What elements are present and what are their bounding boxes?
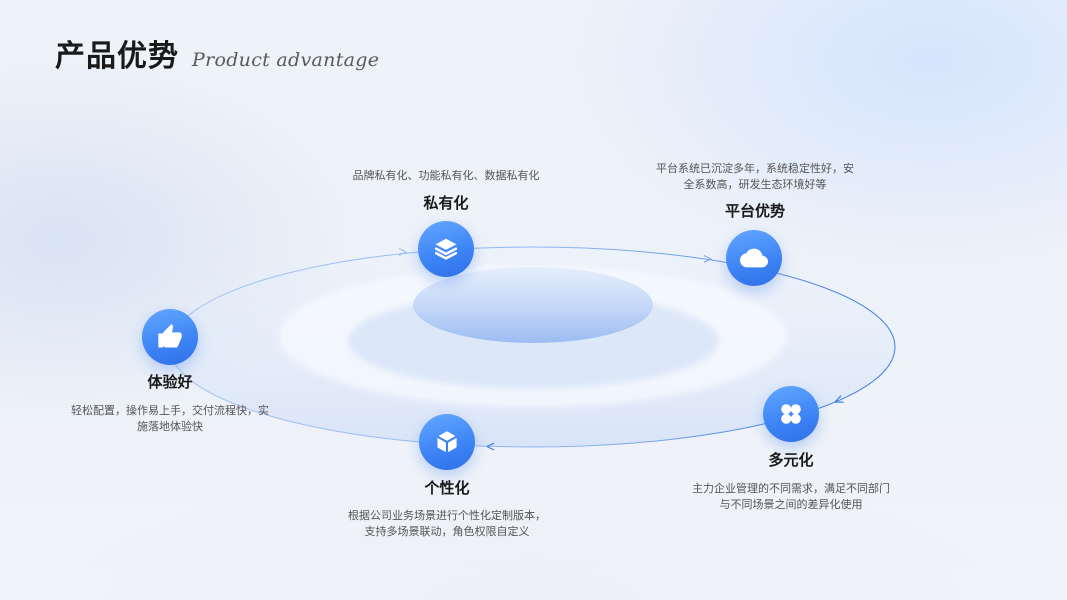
- description-line: 品牌私有化、功能私有化、数据私有化: [352, 170, 540, 182]
- description-line: 施落地体验快: [137, 421, 203, 433]
- feature-node-diversification: [763, 386, 819, 442]
- arrowhead: [834, 395, 844, 403]
- feature-node-private: [418, 221, 474, 277]
- description-line: 轻松配置，操作易上手，交付流程快，实: [71, 405, 269, 417]
- description-line: 支持多场景联动，角色权限自定义: [364, 526, 530, 538]
- center-platform-ellipse: [413, 267, 653, 343]
- description-line: 主力企业管理的不同需求，满足不同部门: [692, 483, 890, 495]
- feature-node-platform: [726, 230, 782, 286]
- arrowhead: [398, 247, 407, 257]
- page-subtitle: Product advantage: [192, 49, 380, 71]
- arrowhead: [486, 442, 495, 451]
- arrowhead: [703, 254, 712, 264]
- feature-label-private: 私有化: [423, 195, 469, 212]
- thumbs-up-icon: [158, 324, 182, 348]
- page-title: 产品优势: [55, 40, 179, 73]
- description-line: 根据公司业务场景进行个性化定制版本，: [348, 510, 546, 522]
- feature-label-personalization: 个性化: [424, 480, 470, 497]
- cloud-icon: [740, 248, 768, 268]
- layers-icon: [434, 238, 458, 260]
- feature-description-diversification: 主力企业管理的不同需求，满足不同部门 与不同场景之间的差异化使用: [671, 481, 911, 513]
- feature-node-personalization: [419, 414, 475, 470]
- four-petal-icon: [781, 404, 801, 424]
- feature-node-experience: [142, 309, 198, 365]
- feature-label-diversification: 多元化: [768, 452, 814, 469]
- feature-label-platform: 平台优势: [724, 203, 785, 220]
- feature-description-personalization: 根据公司业务场景进行个性化定制版本， 支持多场景联动，角色权限自定义: [327, 508, 567, 540]
- description-line: 全系数高，研发生态环境好等: [683, 179, 827, 191]
- feature-description-private: 品牌私有化、功能私有化、数据私有化: [326, 168, 566, 184]
- description-line: 平台系统已沉淀多年，系统稳定性好，安: [656, 163, 854, 175]
- feature-description-experience: 轻松配置，操作易上手，交付流程快，实 施落地体验快: [50, 403, 290, 435]
- feature-label-experience: 体验好: [147, 374, 193, 391]
- feature-description-platform: 平台系统已沉淀多年，系统稳定性好，安 全系数高，研发生态环境好等: [635, 161, 875, 193]
- cube-icon: [436, 431, 458, 453]
- description-line: 与不同场景之间的差异化使用: [719, 499, 863, 511]
